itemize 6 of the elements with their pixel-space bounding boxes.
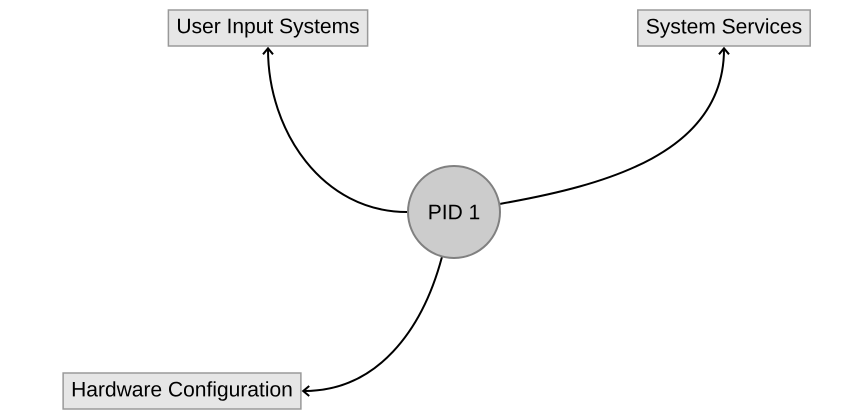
arrow [500, 46, 730, 205]
arrow [302, 257, 443, 397]
arrow [262, 46, 408, 213]
label-box: System Services [637, 9, 811, 47]
label-box: Hardware Configuration [62, 372, 302, 410]
label-box: User Input Systems [168, 9, 368, 47]
